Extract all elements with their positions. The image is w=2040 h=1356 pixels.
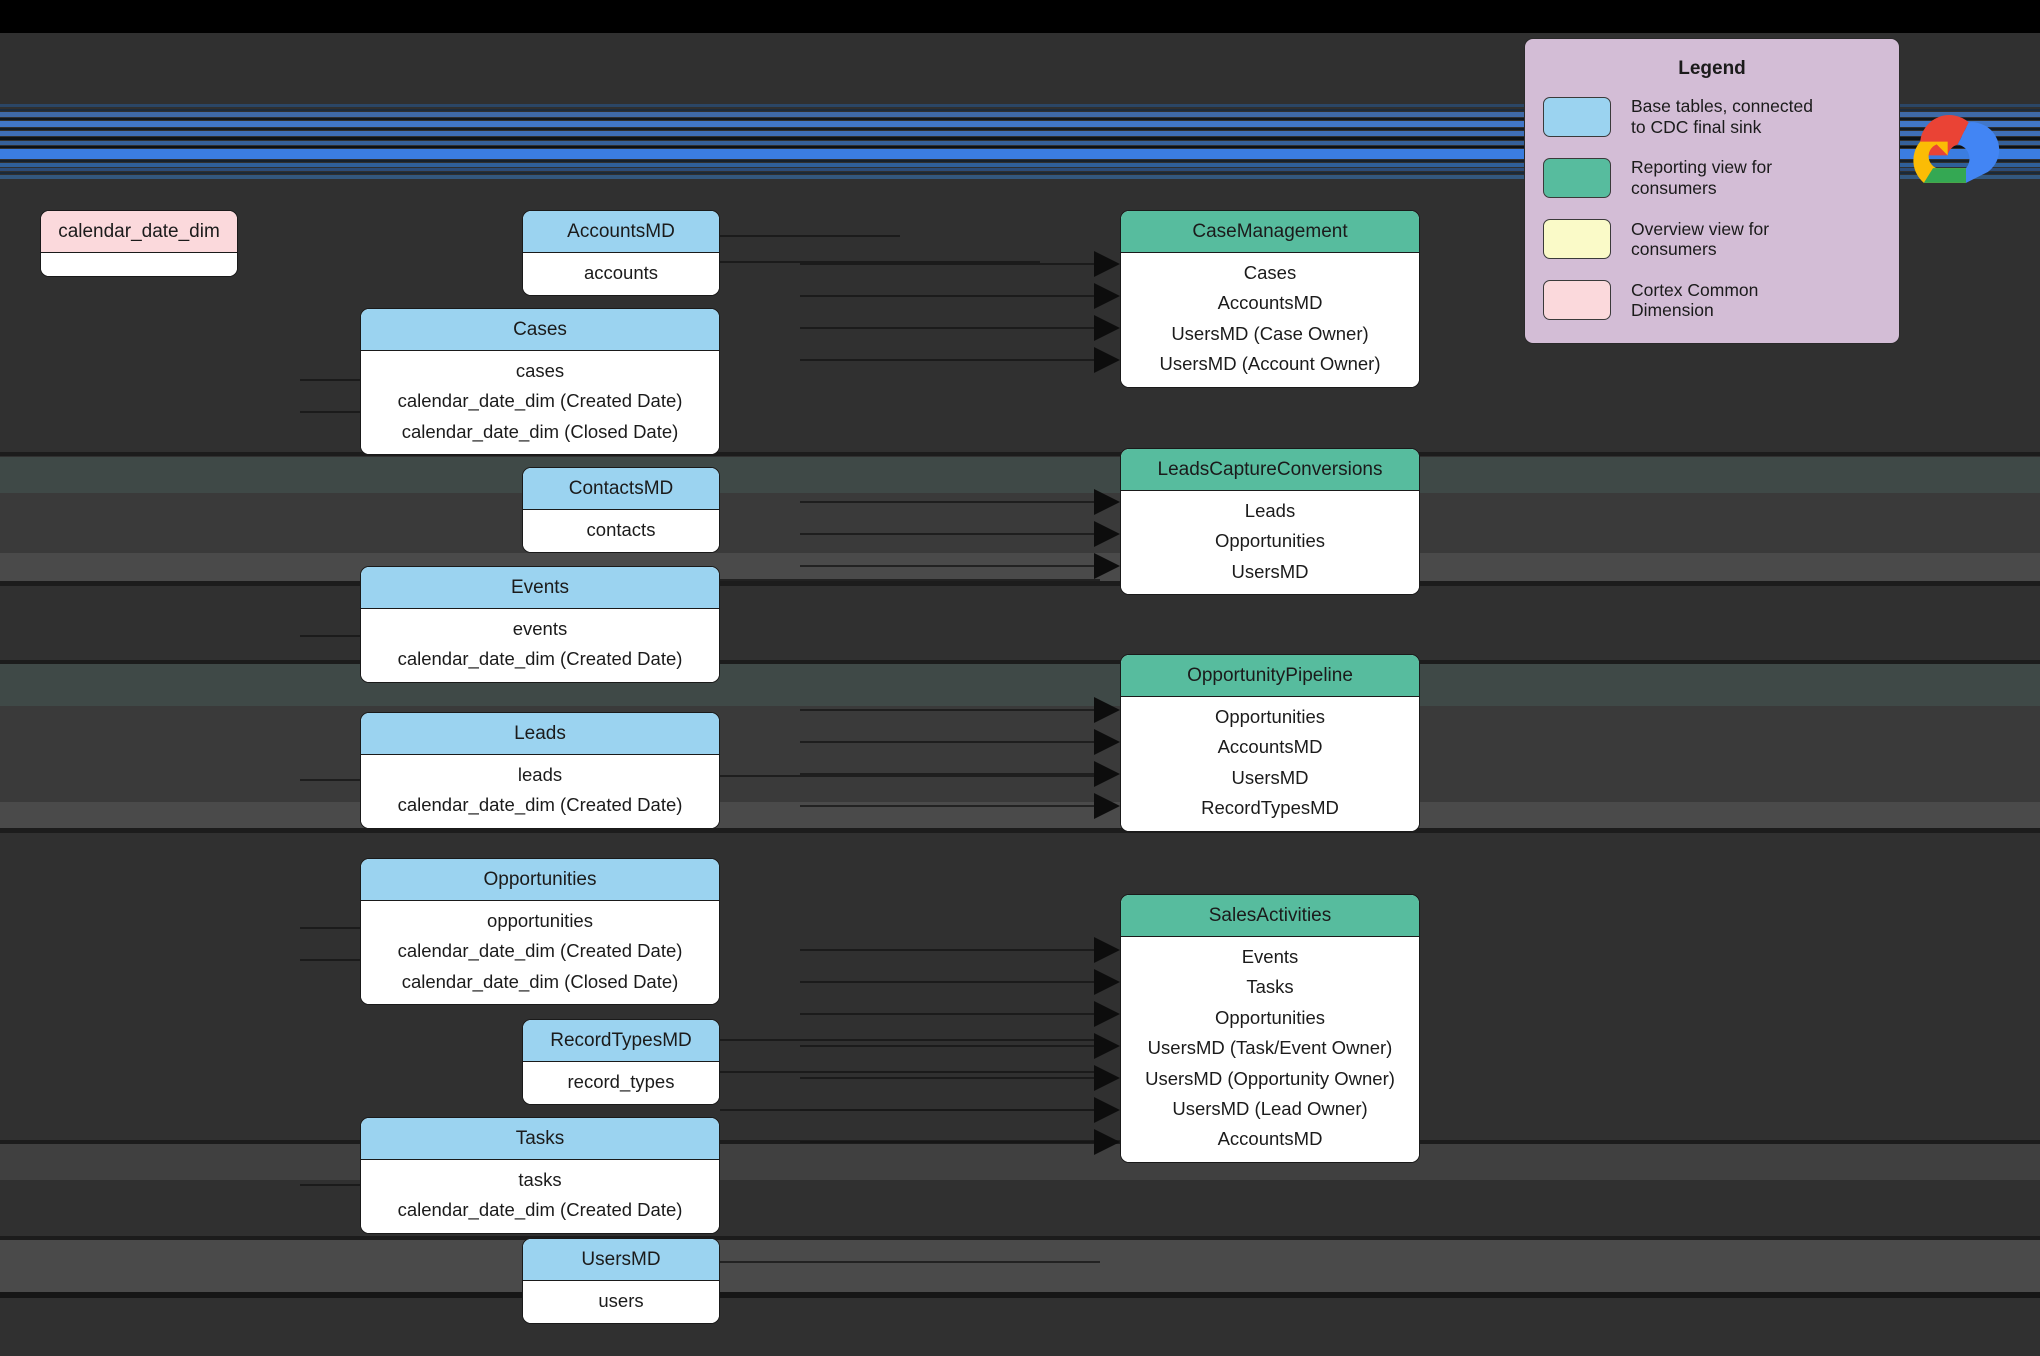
node-Tasks[interactable]: Tasks tasks calendar_date_dim (Created Dat… [360, 1117, 720, 1234]
node-row: Cases [1243, 262, 1297, 283]
node-title: CaseManagement [1121, 211, 1419, 253]
legend-label: Overview view for consumers [1631, 218, 1770, 260]
node-body: opportunities calendar_date_dim (Created … [361, 901, 719, 1005]
node-row: opportunities [487, 910, 593, 931]
legend-label: Base tables, connected to CDC final sink [1631, 96, 1813, 137]
node-row: UsersMD [1231, 560, 1309, 582]
node-body: events calendar_date_dim (Created Date) [361, 609, 719, 682]
node-row: calendar_date_dim (Created Date) [397, 1199, 683, 1221]
node-row: Events [1241, 946, 1299, 967]
node-row: leads [517, 764, 563, 785]
legend-swatch [1543, 96, 1611, 137]
node-row: record_types [567, 1071, 675, 1092]
legend-label: Cortex Common Dimension [1631, 279, 1759, 321]
node-row: users [598, 1290, 644, 1311]
node-title: UsersMD [523, 1239, 719, 1281]
google-cloud-logo [1913, 115, 2000, 183]
legend-swatch [1543, 157, 1611, 198]
node-row: Tasks [1246, 976, 1294, 998]
node-body [41, 253, 237, 276]
node-body: accounts [523, 253, 719, 296]
node-row: tasks [518, 1169, 562, 1190]
legend-label: Reporting view for consumers [1631, 157, 1773, 198]
node-row: calendar_date_dim (Created Date) [397, 390, 683, 412]
node-row: calendar_date_dim (Created Date) [397, 940, 683, 962]
node-title: ContactsMD [523, 468, 719, 510]
node-row: UsersMD [1231, 766, 1309, 788]
node-row: calendar_date_dim (Closed Date) [401, 970, 679, 992]
node-UsersMD[interactable]: UsersMD users [522, 1238, 720, 1325]
legend-item: Cortex Common Dimension [1543, 280, 1881, 321]
node-ContactsMD[interactable]: ContactsMD contacts [522, 467, 720, 554]
node-body: record_types [523, 1062, 719, 1105]
legend-item: Reporting view for consumers [1543, 157, 1881, 198]
legend-swatch [1543, 219, 1611, 260]
node-row: UsersMD (Lead Owner) [1172, 1098, 1368, 1120]
node-title: AccountsMD [523, 211, 719, 253]
node-body: tasks calendar_date_dim (Created Date) [361, 1160, 719, 1233]
node-title: Opportunities [361, 859, 719, 901]
node-row: Opportunities [1214, 530, 1326, 552]
node-row: Opportunities [1214, 1006, 1326, 1028]
node-row: UsersMD (Case Owner) [1171, 322, 1369, 344]
node-row: calendar_date_dim (Closed Date) [401, 420, 679, 442]
node-title: Events [361, 567, 719, 609]
node-row: UsersMD (Opportunity Owner) [1145, 1067, 1395, 1089]
node-row: calendar_date_dim (Created Date) [397, 648, 683, 670]
node-row: events [512, 618, 568, 639]
legend-panel: Legend Base tables, connected to CDC fin… [1524, 38, 1900, 345]
node-body: users [523, 1281, 719, 1324]
node-title: OpportunityPipeline [1121, 655, 1419, 697]
node-title: Leads [361, 713, 719, 755]
node-row: contacts [586, 519, 656, 540]
node-body: cases calendar_date_dim (Created Date) cal… [361, 351, 719, 455]
node-row: UsersMD (Task/Event Owner) [1147, 1037, 1393, 1059]
legend-item: Base tables, connected to CDC final sink [1543, 96, 1881, 137]
top-black-band [0, 0, 2040, 33]
node-Events[interactable]: Events events calendar_date_dim (Created D… [360, 566, 720, 683]
node-body: leads calendar_date_dim (Created Date) [361, 755, 719, 828]
legend-swatch [1543, 280, 1611, 321]
node-row: calendar_date_dim (Created Date) [397, 794, 683, 816]
node-AccountsMD[interactable]: AccountsMD accounts [522, 210, 720, 297]
node-Cases[interactable]: Cases cases calendar_date_dim (Created Dat… [360, 308, 720, 456]
node-row: Leads [1244, 500, 1296, 521]
node-body: contacts [523, 510, 719, 553]
node-row: AccountsMD [1217, 736, 1323, 758]
legend-rows: Base tables, connected to CDC final sink… [1543, 96, 1881, 321]
node-title: LeadsCaptureConversions [1121, 449, 1419, 491]
node-row: Opportunities [1214, 706, 1326, 727]
node-RecordTypesMD[interactable]: RecordTypesMD record_types [522, 1019, 720, 1106]
legend-item: Overview view for consumers [1543, 219, 1881, 260]
node-title: calendar_date_dim [41, 211, 237, 253]
node-title: Tasks [361, 1118, 719, 1160]
node-title: SalesActivities [1121, 895, 1419, 937]
node-row: AccountsMD [1217, 292, 1323, 314]
node-title: Cases [361, 309, 719, 351]
node-row: RecordTypesMD [1201, 797, 1339, 819]
node-row: AccountsMD [1217, 1128, 1323, 1150]
node-Leads[interactable]: Leads leads calendar_date_dim (Created Dat… [360, 712, 720, 829]
node-row: UsersMD (Account Owner) [1159, 353, 1381, 375]
node-calendar_date_dim[interactable]: calendar_date_dim [40, 210, 238, 277]
node-Opportunities[interactable]: Opportunities opportunities calendar_date_… [360, 858, 720, 1006]
node-row: accounts [583, 262, 659, 283]
node-row: cases [515, 360, 565, 381]
legend-title: Legend [1678, 58, 1746, 79]
node-title: RecordTypesMD [523, 1020, 719, 1062]
